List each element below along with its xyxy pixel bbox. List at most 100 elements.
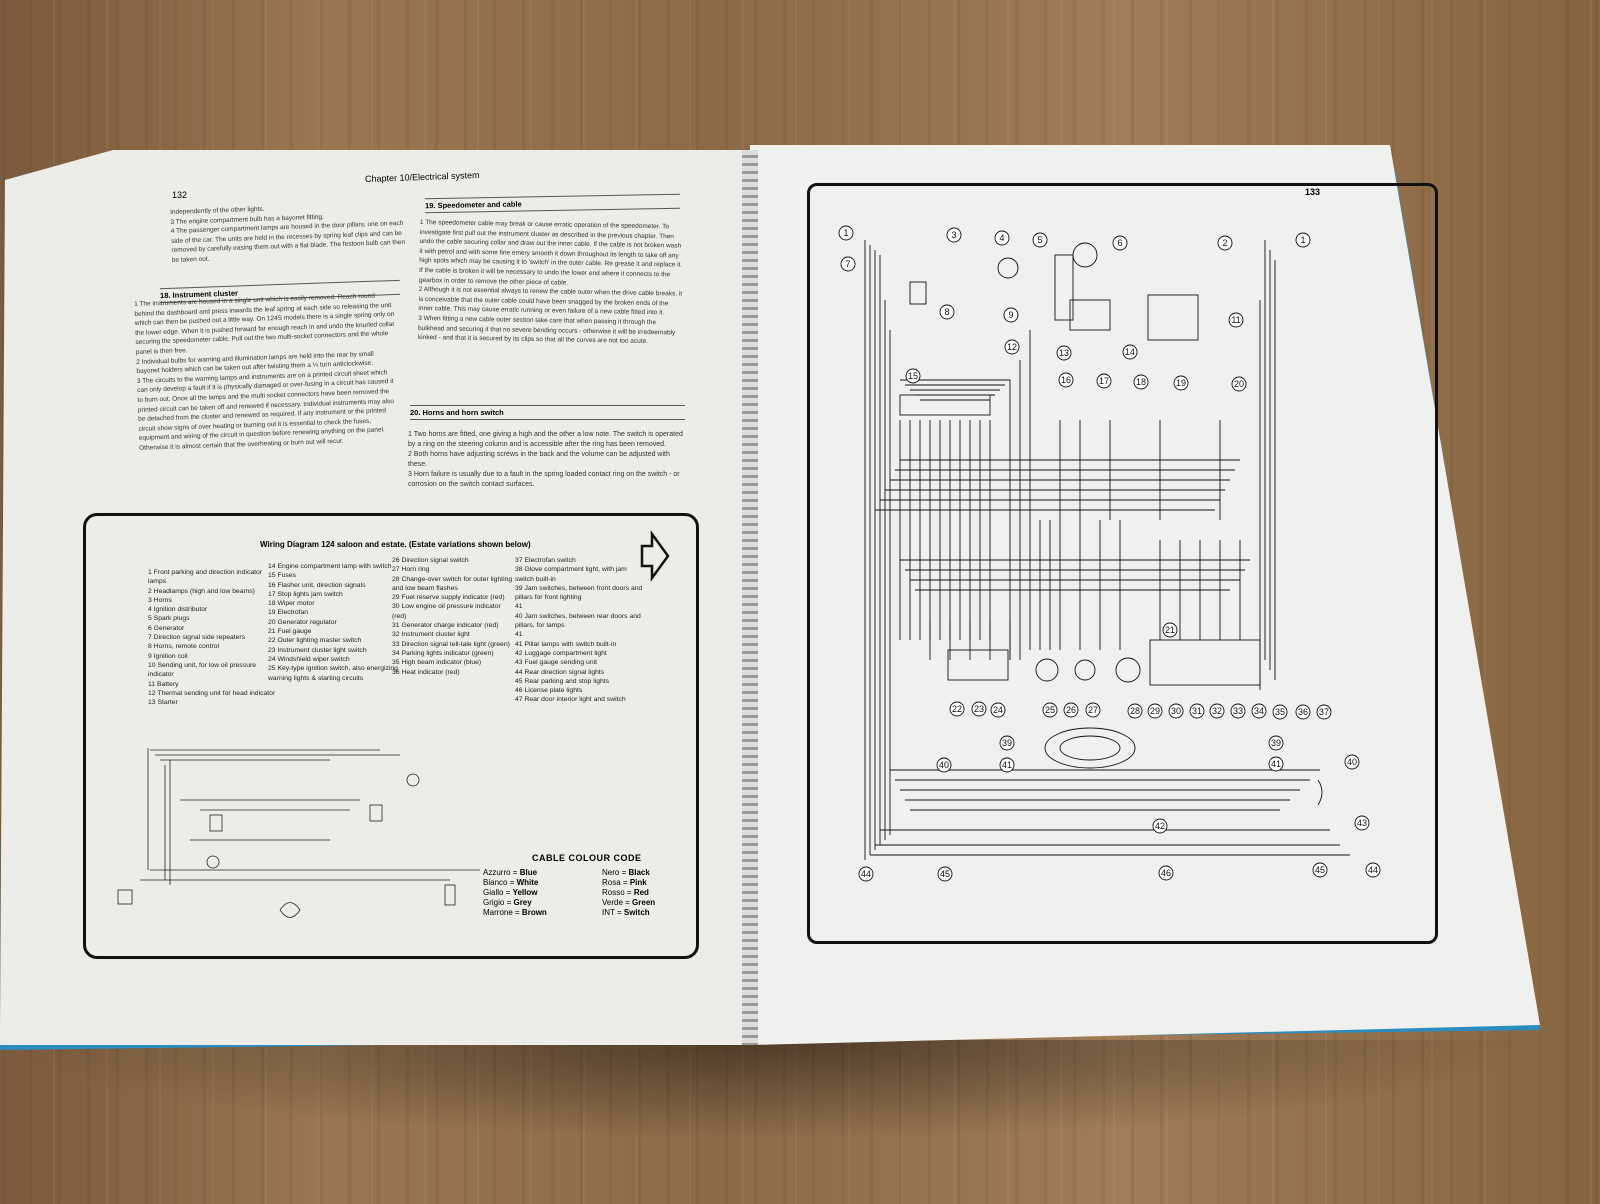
component-circle xyxy=(406,773,420,787)
ignition-switch xyxy=(1035,658,1059,682)
distributor xyxy=(997,257,1019,279)
page-number-right: 133 xyxy=(1305,187,1321,197)
spark-plugs xyxy=(1054,254,1074,321)
lighting-switch xyxy=(1115,657,1141,683)
callout-37: 37 xyxy=(1319,707,1329,717)
instrument-cluster xyxy=(1149,639,1261,686)
callout-29: 29 xyxy=(1150,706,1160,716)
wiper-motor xyxy=(1069,299,1111,331)
callout-33: 33 xyxy=(1233,706,1243,716)
callout-32: 32 xyxy=(1212,706,1222,716)
callout-8: 8 xyxy=(944,307,949,317)
steering-hub xyxy=(1059,735,1121,761)
cable-colour-row: Marrone = Brown xyxy=(483,908,547,917)
component-circle xyxy=(206,855,220,869)
main-wiring-schematic xyxy=(864,240,1350,860)
lamp-symbol xyxy=(117,889,133,905)
callout-14: 14 xyxy=(1125,347,1135,357)
cable-colour-row: Bianco = White xyxy=(483,878,539,887)
switch-symbol xyxy=(209,814,223,832)
callout-22: 22 xyxy=(952,704,962,714)
section-20-text: 1 Two horns are fitted, one giving a hig… xyxy=(408,431,683,488)
cable-colour-row: Giallo = Yellow xyxy=(483,888,538,897)
callout-40: 40 xyxy=(1347,757,1357,767)
generator xyxy=(1072,242,1098,268)
callout-34: 34 xyxy=(1254,706,1264,716)
callout-24: 24 xyxy=(993,705,1003,715)
lamp-symbol xyxy=(444,884,456,906)
callout-44: 44 xyxy=(861,869,871,879)
direction-switch xyxy=(1074,659,1096,681)
callout-11: 11 xyxy=(1231,315,1240,325)
callout-16: 16 xyxy=(1061,375,1071,385)
cable-colour-row: Grigio = Grey xyxy=(483,898,532,907)
callout-7: 7 xyxy=(845,259,850,269)
estate-variation-diagram xyxy=(117,748,480,918)
page-number-left: 132 xyxy=(172,190,188,200)
callout-40: 40 xyxy=(939,760,949,770)
cable-colour-row: Verde = Green xyxy=(602,898,656,907)
wiring-diagram-frame-left xyxy=(83,513,699,959)
callout-numbers: 1 1 2 3 4 5 6 7 8 9 11 12 13 14 15 16 17… xyxy=(838,225,1381,882)
callout-4: 4 xyxy=(999,233,1004,243)
cable-colour-row: Nero = Black xyxy=(602,868,650,877)
callout-20: 20 xyxy=(1234,379,1244,389)
callout-27: 27 xyxy=(1088,705,1098,715)
callout-17: 17 xyxy=(1099,376,1109,386)
callout-28: 28 xyxy=(1130,706,1140,716)
wiring-diagram-title: Wiring Diagram 124 saloon and estate. (E… xyxy=(260,540,531,549)
spiral-binding xyxy=(742,150,758,1045)
fuse-box xyxy=(1147,294,1199,341)
left-page xyxy=(0,150,745,1045)
cable-colours-group-a: Azzurro = Blue Bianco = White Giallo = Y… xyxy=(483,868,547,918)
callout-45: 45 xyxy=(1315,865,1325,875)
legend-column-2: 14 Engine compartment lamp with switch 1… xyxy=(268,563,398,682)
callout-36: 36 xyxy=(1298,707,1308,717)
cable-colour-row: Azzurro = Blue xyxy=(483,868,538,877)
callout-2: 2 xyxy=(1222,238,1227,248)
callout-41: 41 xyxy=(1002,760,1012,770)
next-arrow-icon xyxy=(640,530,670,582)
callout-9: 9 xyxy=(1008,310,1013,320)
callout-35: 35 xyxy=(1275,707,1285,717)
callout-5: 5 xyxy=(1037,235,1042,245)
switch-symbol xyxy=(369,804,383,822)
book-shadow xyxy=(0,1040,1540,1140)
callout-39: 39 xyxy=(1271,738,1281,748)
callout-1: 1 xyxy=(843,228,848,238)
switch-block xyxy=(947,649,1009,681)
callout-26: 26 xyxy=(1066,705,1076,715)
wiring-diagram-frame-right xyxy=(807,183,1438,944)
fuses-strip xyxy=(899,394,991,416)
callout-12: 12 xyxy=(1007,342,1017,352)
callout-30: 30 xyxy=(1171,706,1181,716)
cable-colour-row: Rosso = Red xyxy=(602,888,649,897)
callout-43: 43 xyxy=(1357,818,1367,828)
callout-23: 23 xyxy=(974,704,984,714)
callout-18: 18 xyxy=(1136,377,1146,387)
component-box xyxy=(909,281,927,305)
callout-15: 15 xyxy=(908,371,918,381)
callout-13: 13 xyxy=(1059,348,1069,358)
callout-31: 31 xyxy=(1192,706,1202,716)
cable-colour-row: Rosa = Pink xyxy=(602,878,647,887)
legend-column-4: 37 Electrofan switch 38 Glove compartmen… xyxy=(515,557,643,704)
cable-colour-row: INT = Switch xyxy=(602,908,650,917)
steering-horn-ring xyxy=(1044,727,1136,769)
callout-39: 39 xyxy=(1002,738,1012,748)
legend-column-3: 26 Direction signal switch 27 Horn ring … xyxy=(392,557,513,676)
fuel-sender xyxy=(1317,779,1323,806)
cable-colour-code-title: CABLE COLOUR CODE xyxy=(532,853,642,863)
callout-1: 1 xyxy=(1300,235,1305,245)
callout-3: 3 xyxy=(951,230,956,240)
callout-46: 46 xyxy=(1161,868,1171,878)
cable-colours-group-b: Nero = Black Rosa = Pink Rosso = Red Ver… xyxy=(602,868,655,918)
callout-42: 42 xyxy=(1155,821,1165,831)
callout-6: 6 xyxy=(1117,238,1122,248)
legend-column-1: 1 Front parking and direction indicator … xyxy=(148,569,276,707)
callout-21: 21 xyxy=(1165,625,1175,635)
right-page xyxy=(750,145,1540,1045)
lamp-symbol xyxy=(279,902,301,918)
callout-45: 45 xyxy=(940,869,950,879)
